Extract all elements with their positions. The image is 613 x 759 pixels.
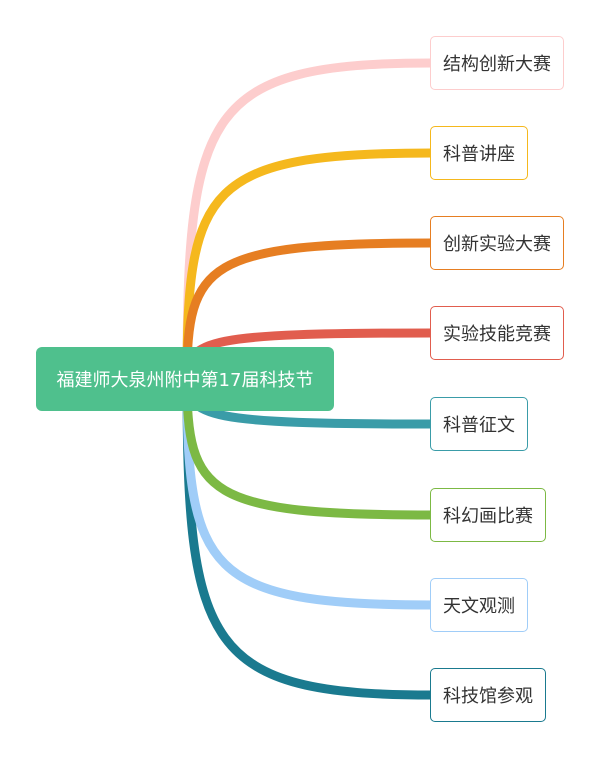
branch-topic-science-essay[interactable]: 科普征文 <box>430 397 528 451</box>
branch-topic-label: 天文观测 <box>443 596 515 617</box>
branch-topic-label: 实验技能竞赛 <box>443 324 551 345</box>
root-topic-label: 福建师大泉州附中第17届科技节 <box>56 370 314 391</box>
branch-link-5 <box>182 374 437 520</box>
root-topic[interactable]: 福建师大泉州附中第17届科技节 <box>36 347 334 411</box>
branch-topic-label: 科技馆参观 <box>443 686 533 707</box>
branch-topic-label: 结构创新大赛 <box>443 54 551 75</box>
branch-topic-scifi-painting[interactable]: 科幻画比赛 <box>430 488 546 542</box>
branch-link-2 <box>182 238 437 384</box>
branch-topic-label: 科普讲座 <box>443 144 515 165</box>
branch-topic-label: 创新实验大赛 <box>443 234 551 255</box>
branch-topic-label: 科幻画比赛 <box>443 506 533 527</box>
branch-link-1 <box>182 148 437 384</box>
branch-link-6 <box>182 374 437 610</box>
branch-topic-structure-innovation[interactable]: 结构创新大赛 <box>430 36 564 90</box>
branch-topic-label: 科普征文 <box>443 415 515 436</box>
branch-topic-lab-skills[interactable]: 实验技能竞赛 <box>430 306 564 360</box>
branch-topic-science-lecture[interactable]: 科普讲座 <box>430 126 528 180</box>
branch-topic-astronomy[interactable]: 天文观测 <box>430 578 528 632</box>
branch-topic-innovation-experiment[interactable]: 创新实验大赛 <box>430 216 564 270</box>
branch-topic-museum-visit[interactable]: 科技馆参观 <box>430 668 546 722</box>
